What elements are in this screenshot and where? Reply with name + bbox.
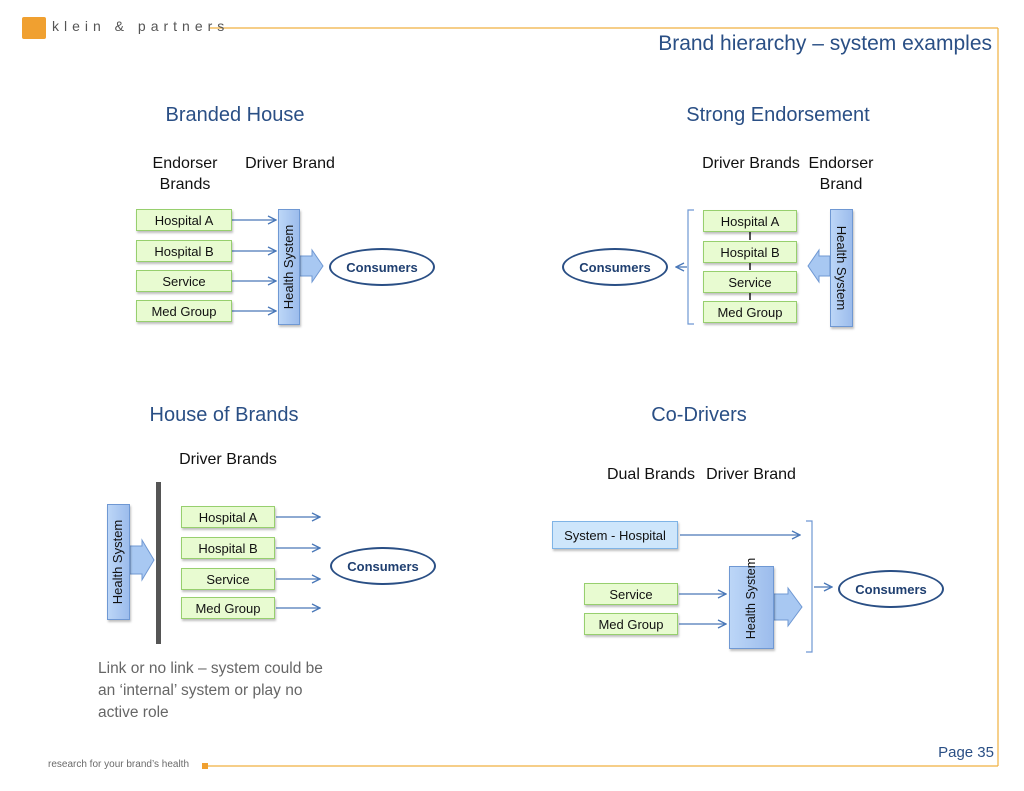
page-title: Brand hierarchy – system examples xyxy=(658,32,992,55)
hospital-a-box: Hospital A xyxy=(703,210,797,232)
service-box: Service xyxy=(181,568,275,590)
driver-brand-label: Driver Brand xyxy=(245,155,335,172)
driver-brands-label: Driver Brands xyxy=(702,155,800,172)
strong-endorsement-title: Strong Endorsement xyxy=(686,104,870,126)
health-system-label: Health System xyxy=(110,519,125,605)
service-box: Service xyxy=(584,583,678,605)
service-box: Service xyxy=(703,271,797,293)
health-system-bar xyxy=(107,504,130,620)
system-hospital-box: System - Hospital xyxy=(552,521,678,549)
consumers-ellipse: Consumers xyxy=(562,248,668,286)
hospital-b-box: Hospital B xyxy=(181,537,275,559)
health-system-bar xyxy=(830,209,853,327)
health-system-bar xyxy=(278,209,300,325)
consumers-ellipse: Consumers xyxy=(330,547,436,585)
house-of-brands-note: Link or no link – system could be an ‘in… xyxy=(98,660,323,721)
branded-house-title: Branded House xyxy=(165,104,305,126)
med-group-box: Med Group xyxy=(584,613,678,635)
driver-brands-label: Driver Brands xyxy=(179,451,277,468)
co-drivers-title: Co-Drivers xyxy=(651,404,747,426)
logo-text: klein & partners xyxy=(52,18,230,34)
dual-brands-label: Dual Brands xyxy=(606,466,696,483)
consumers-ellipse: Consumers xyxy=(838,570,944,608)
page-number: Page 35 xyxy=(938,744,994,761)
hospital-b-box: Hospital B xyxy=(136,240,232,262)
house-of-brands-title: House of Brands xyxy=(149,404,299,426)
footer-tagline: research for your brand’s health xyxy=(48,759,190,770)
health-system-label: Health System xyxy=(281,224,296,310)
health-system-box xyxy=(729,566,774,649)
logo-icon xyxy=(22,17,46,39)
consumers-ellipse: Consumers xyxy=(329,248,435,286)
endorser-brands-label: Endorser Brands xyxy=(152,155,218,193)
med-group-box: Med Group xyxy=(703,301,797,323)
driver-brand-label: Driver Brand xyxy=(706,466,796,483)
endorser-brand-label: Endorser Brand xyxy=(808,155,874,193)
med-group-box: Med Group xyxy=(181,597,275,619)
hospital-b-box: Hospital B xyxy=(703,241,797,263)
service-box: Service xyxy=(136,270,232,292)
health-system-label: Health System xyxy=(834,225,849,311)
med-group-box: Med Group xyxy=(136,300,232,322)
hospital-a-box: Hospital A xyxy=(181,506,275,528)
hospital-a-box: Hospital A xyxy=(136,209,232,231)
health-system-label: Health System xyxy=(744,557,758,640)
